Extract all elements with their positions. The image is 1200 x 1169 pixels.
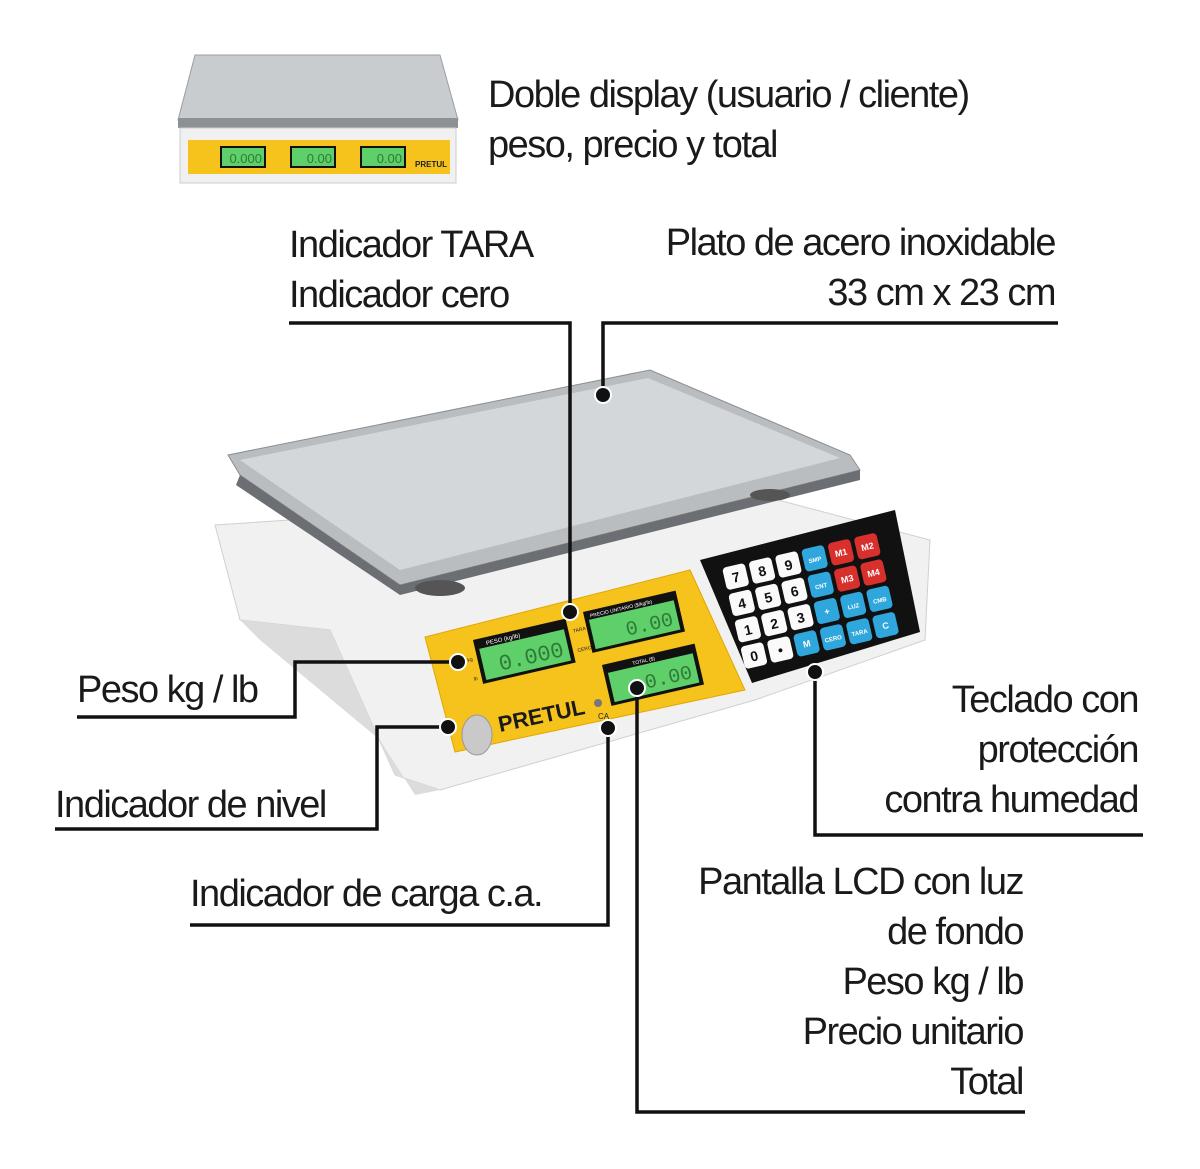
callout-pantalla: Pantalla LCD con luz de fondo Peso kg / … <box>698 857 1025 1107</box>
key-2[interactable]: 2 <box>760 609 788 637</box>
lb-label: lb <box>473 676 478 683</box>
ca-label: CA <box>598 712 610 721</box>
tara-label: TARA <box>573 626 588 635</box>
key-label: 1 <box>742 621 753 638</box>
mini-lcd: 0.00 <box>360 146 406 168</box>
key-CNT[interactable]: CNT <box>807 571 835 599</box>
key-C[interactable]: C <box>872 611 900 639</box>
mini-lcd-value: 0.00 <box>307 151 332 166</box>
key-3[interactable]: 3 <box>787 603 815 631</box>
key-label: M2 <box>860 540 874 553</box>
key-•[interactable]: • <box>767 636 795 664</box>
cero-label: CERO <box>577 645 593 654</box>
key-label: C <box>881 620 890 631</box>
callout-line: Indicador de nivel <box>55 784 327 826</box>
callout-carga: Indicador de carga c.a. <box>190 869 544 919</box>
key-label: M <box>802 638 812 649</box>
callout-doble-display: Doble display (usuario / cliente) peso, … <box>488 70 970 170</box>
key-M4[interactable]: M4 <box>860 559 888 587</box>
callout-teclado: Teclado con protección contra humedad <box>884 675 1140 825</box>
key-LUZ[interactable]: LUZ <box>839 591 867 619</box>
key-label: LUZ <box>847 603 860 612</box>
key-label: 2 <box>769 615 780 632</box>
mini-lcd: 0.000 <box>220 146 266 168</box>
main-scale: CA PRETUL PESO (kg/lb) 0.000 kg lb PRECI… <box>214 369 931 795</box>
callout-line: peso, precio y total <box>488 124 778 166</box>
key-6[interactable]: 6 <box>781 577 809 605</box>
callout-line: Indicador de carga c.a. <box>190 873 544 915</box>
callout-line: protección <box>977 729 1140 771</box>
key-label: SMP <box>808 556 822 565</box>
key-label: 9 <box>783 556 794 573</box>
key-TARA[interactable]: TARA <box>845 617 873 645</box>
callout-dots <box>439 386 824 737</box>
callout-line: Plato de acero inoxidable <box>665 222 1057 264</box>
callout-line: Peso kg / lb <box>842 961 1024 1003</box>
key-label: 5 <box>763 589 774 606</box>
total-display-title: TOTAL ($) <box>632 656 656 667</box>
key-+[interactable]: + <box>813 597 841 625</box>
key-M3[interactable]: M3 <box>833 565 861 593</box>
mini-brand: PRETUL <box>415 160 447 169</box>
callout-indicador-tara: Indicador TARA Indicador cero <box>289 220 534 320</box>
key-label: • <box>776 642 784 659</box>
key-4[interactable]: 4 <box>728 589 756 617</box>
key-8[interactable]: 8 <box>748 557 776 585</box>
callout-line: Pantalla LCD con luz <box>698 861 1024 903</box>
key-label: M1 <box>834 547 848 560</box>
callout-line: Indicador cero <box>289 274 510 316</box>
key-CERO[interactable]: CERO <box>819 624 847 652</box>
callout-line: Indicador TARA <box>289 224 534 266</box>
mini-lcd-value: 0.000 <box>229 151 262 166</box>
callout-line: Teclado con <box>951 679 1140 721</box>
level-indicator <box>461 714 493 756</box>
callout-plato: Plato de acero inoxidable 33 cm x 23 cm <box>665 218 1057 318</box>
key-label: 7 <box>730 568 741 585</box>
callout-line: Precio unitario <box>802 1011 1025 1053</box>
key-0[interactable]: 0 <box>740 642 768 670</box>
key-label: M3 <box>840 573 854 586</box>
callout-lines <box>55 321 1143 1114</box>
key-label: CMB <box>873 597 888 606</box>
key-1[interactable]: 1 <box>734 615 762 643</box>
key-label: CERO <box>824 635 843 645</box>
callout-line: Doble display (usuario / cliente) <box>488 74 970 116</box>
key-M1[interactable]: M1 <box>827 539 855 567</box>
key-label: 4 <box>736 595 747 612</box>
callout-nivel: Indicador de nivel <box>55 780 327 830</box>
key-label: 0 <box>749 647 760 664</box>
key-label: 6 <box>789 583 800 600</box>
callout-line: 33 cm x 23 cm <box>827 272 1056 314</box>
callout-line: Peso kg / lb <box>77 669 259 711</box>
key-label: + <box>823 606 830 617</box>
callout-line: contra humedad <box>884 779 1139 821</box>
mini-lcd: 0.00 <box>290 146 336 168</box>
key-label: M4 <box>866 567 880 580</box>
callout-peso: Peso kg / lb <box>77 665 259 715</box>
key-M[interactable]: M <box>793 630 821 658</box>
key-M2[interactable]: M2 <box>854 532 882 560</box>
key-label: 8 <box>757 562 768 579</box>
key-9[interactable]: 9 <box>775 551 803 579</box>
callout-line: Total <box>950 1061 1024 1103</box>
mini-lcd-value: 0.00 <box>377 151 402 166</box>
key-CMB[interactable]: CMB <box>866 585 894 613</box>
key-label: TARA <box>851 629 869 639</box>
key-label: 3 <box>795 609 806 626</box>
callout-line: de fondo <box>887 911 1024 953</box>
key-5[interactable]: 5 <box>754 583 782 611</box>
kg-label: kg <box>467 657 474 664</box>
key-SMP[interactable]: SMP <box>801 545 829 573</box>
ca-led <box>594 699 602 707</box>
key-label: CNT <box>815 583 829 592</box>
key-7[interactable]: 7 <box>722 563 750 591</box>
mini-scale-image: 0.000 0.00 0.00 PRETUL <box>177 54 459 184</box>
